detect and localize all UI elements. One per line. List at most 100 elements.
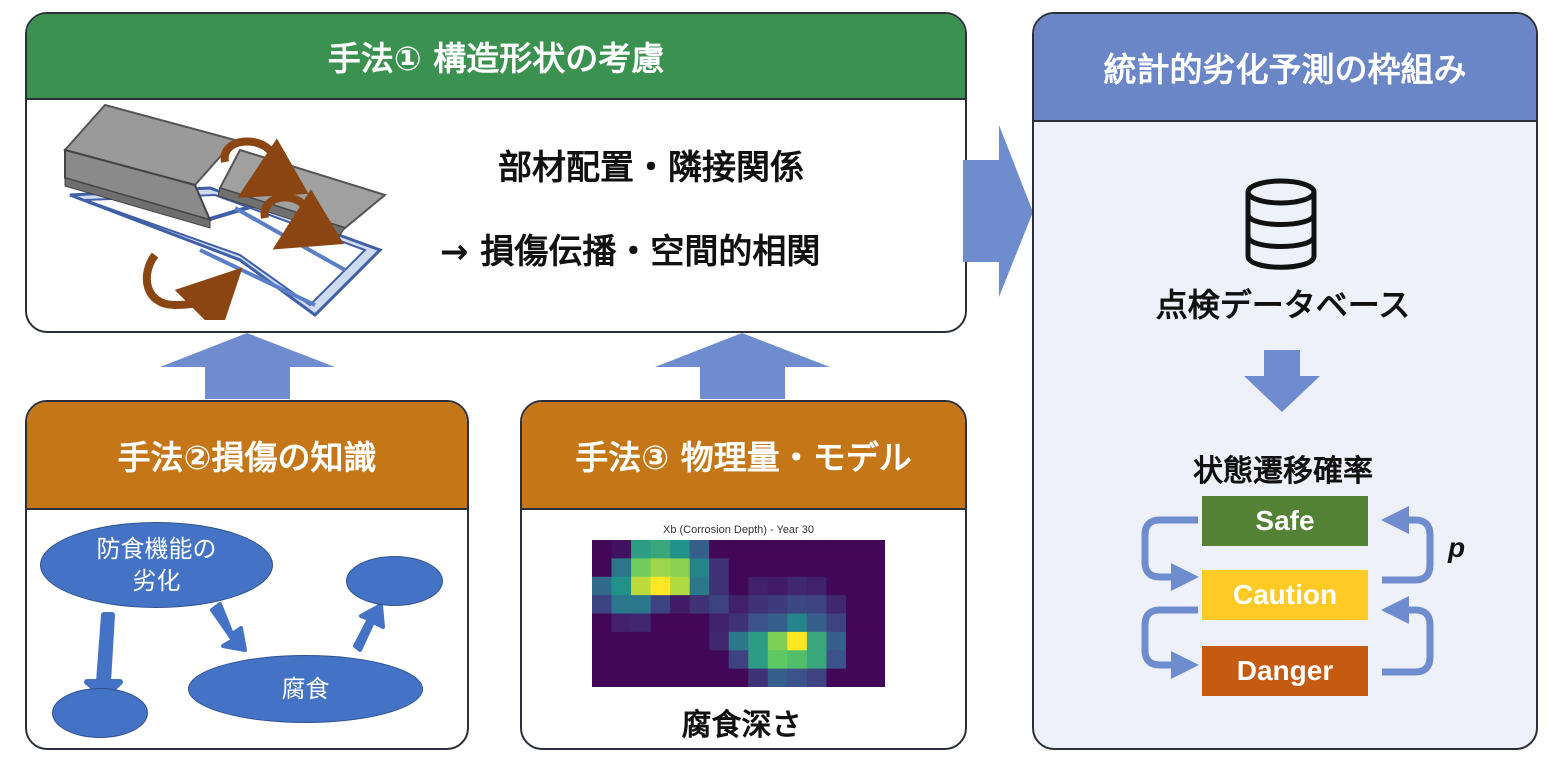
heatmap-cell: [845, 668, 866, 687]
heatmap-cell: [670, 558, 691, 578]
heatmap-cell: [709, 558, 730, 578]
heatmap-cell: [650, 595, 671, 615]
method3-caption: 腐食深さ: [681, 708, 802, 743]
heatmap-cell: [592, 595, 613, 615]
heatmap-cell: [592, 558, 613, 578]
heatmap-cell: [592, 650, 613, 670]
heatmap-cell: [670, 595, 691, 615]
heatmap-cell: [728, 613, 749, 633]
heatmap-cell: [709, 650, 730, 670]
probability-symbol: p: [1448, 532, 1466, 563]
transition-label: 状態遷移確率: [1193, 454, 1373, 489]
heatmap-cell: [650, 668, 671, 687]
heatmap-cell: [806, 668, 827, 687]
heatmap-cell: [865, 595, 885, 615]
database-icon: [1245, 178, 1317, 270]
heatmap-cell: [806, 650, 827, 670]
heatmap-cell: [592, 613, 613, 633]
heatmap-cell: [845, 576, 866, 596]
state-caution: Caution: [1202, 570, 1368, 620]
heatmap-cell: [826, 668, 847, 687]
heatmap-cell: [806, 558, 827, 578]
heatmap-cell: [670, 631, 691, 651]
heatmap-cell: [748, 576, 769, 596]
heatmap-cell: [748, 631, 769, 651]
heatmap-cell: [728, 631, 749, 651]
heatmap-cell: [767, 613, 788, 633]
heatmap-cell: [865, 558, 885, 578]
heatmap-cell: [592, 668, 613, 687]
heatmap-cell: [806, 595, 827, 615]
heatmap-cell: [709, 540, 730, 559]
heatmap-cell: [689, 650, 710, 670]
heatmap-cell: [611, 576, 632, 596]
heatmap-cell: [748, 595, 769, 615]
state-safe: Safe: [1202, 496, 1368, 546]
method1-title: 手法① 構造形状の考慮: [27, 14, 965, 100]
heatmap-cell: [631, 576, 652, 596]
heatmap-cell: [806, 540, 827, 559]
heatmap-cell: [787, 576, 808, 596]
method2-title: 手法②損傷の知識: [27, 402, 467, 510]
heatmap-cell: [611, 668, 632, 687]
heatmap-cell: [650, 613, 671, 633]
heatmap-cell: [845, 613, 866, 633]
heatmap-cell: [845, 650, 866, 670]
heatmap-cell: [689, 576, 710, 596]
heatmap-cell: [767, 650, 788, 670]
heatmap-cell: [826, 576, 847, 596]
heatmap-cell: [845, 631, 866, 651]
heatmap-cell: [689, 595, 710, 615]
corrosion-heatmap: [592, 540, 885, 687]
heatmap-cell: [826, 540, 847, 559]
heatmap-cell: [611, 650, 632, 670]
state-danger: Danger: [1202, 646, 1368, 696]
heatmap-cell: [689, 540, 710, 559]
heatmap-cell: [689, 631, 710, 651]
heatmap-cell: [728, 668, 749, 687]
heatmap-cell: [748, 613, 769, 633]
heatmap-cell: [728, 595, 749, 615]
heatmap-title: Xb (Corrosion Depth) - Year 30: [662, 524, 815, 536]
heatmap-cell: [592, 576, 613, 596]
heatmap-cell: [787, 595, 808, 615]
heatmap-cell: [631, 613, 652, 633]
heatmap-cell: [845, 595, 866, 615]
heatmap-cell: [787, 631, 808, 651]
heatmap-cell: [865, 540, 885, 559]
heatmap-cell: [611, 595, 632, 615]
heatmap-cell: [631, 668, 652, 687]
heatmap-cell: [611, 540, 632, 559]
heatmap-cell: [787, 613, 808, 633]
up-arrow-left: [160, 333, 335, 399]
node-empty-right: [346, 556, 443, 606]
heatmap-cell: [767, 668, 788, 687]
heatmap-cell: [670, 613, 691, 633]
node-deterioration: 防食機能の劣化: [40, 522, 273, 608]
heatmap-cell: [787, 558, 808, 578]
propagation-arrow-3: [142, 252, 243, 320]
heatmap-cell: [767, 631, 788, 651]
heatmap-cell: [787, 650, 808, 670]
heatmap-cell: [631, 540, 652, 559]
node-empty-left: [52, 688, 148, 738]
heatmap-cell: [748, 558, 769, 578]
heatmap-cell: [650, 631, 671, 651]
heatmap-cell: [748, 668, 769, 687]
heatmap-cell: [650, 650, 671, 670]
heatmap-cell: [767, 558, 788, 578]
method3-title: 手法③ 物理量・モデル: [522, 402, 965, 510]
heatmap-cell: [709, 613, 730, 633]
database-label: 点検データベース: [1155, 286, 1411, 324]
heatmap-cell: [709, 576, 730, 596]
heatmap-cell: [767, 595, 788, 615]
heatmap-cell: [611, 558, 632, 578]
heatmap-cell: [689, 613, 710, 633]
heatmap-cell: [592, 540, 613, 559]
heatmap-cell: [826, 558, 847, 578]
heatmap-cell: [650, 540, 671, 559]
heatmap-cell: [631, 650, 652, 670]
down-arrow: [1244, 350, 1320, 412]
heatmap-cell: [631, 558, 652, 578]
heatmap-cell: [865, 668, 885, 687]
